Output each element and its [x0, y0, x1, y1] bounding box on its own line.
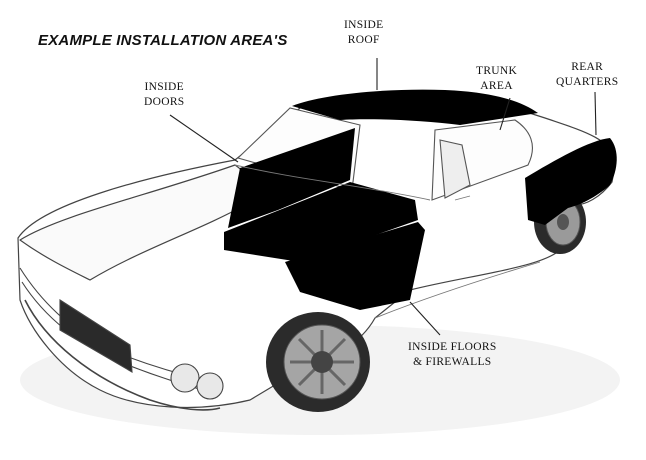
front-wheel [266, 312, 370, 412]
label-inside-floors-line2: & FIREWALLS [413, 356, 492, 368]
leader-lines [169, 58, 597, 336]
body-lines [234, 164, 541, 319]
label-trunk-area-line2: AREA [480, 80, 513, 92]
label-inside-roof-line2: ROOF [347, 34, 380, 46]
label-trunk-area: TRUNK AREA [476, 64, 517, 94]
label-inside-doors-line2: DOORS [144, 96, 185, 108]
label-trunk-area-line1: TRUNK [476, 65, 518, 77]
label-inside-roof: INSIDE ROOF [344, 18, 384, 48]
label-rear-quarters-line1: REAR [571, 61, 604, 73]
label-inside-doors: INSIDE DOORS [144, 80, 184, 110]
inside-floor-area [224, 182, 418, 262]
inside-doors-area [228, 128, 355, 228]
firewall-area [285, 222, 425, 310]
front-end [19, 267, 224, 411]
diagram-title: EXAMPLE INSTALLATION AREA'S [38, 32, 288, 49]
label-rear-quarters-line2: QUARTERS [556, 76, 619, 88]
rear-quarters-area [525, 138, 617, 225]
label-rear-quarters: REAR QUARTERS [556, 60, 618, 90]
label-inside-floors: INSIDE FLOORS & FIREWALLS [408, 340, 497, 370]
label-inside-floors-line1: INSIDE FLOORS [408, 341, 497, 353]
label-inside-roof-line1: INSIDE [344, 19, 384, 31]
label-inside-doors-line1: INSIDE [144, 81, 184, 93]
insulation-areas [224, 89, 617, 310]
inside-roof-area [292, 89, 538, 125]
